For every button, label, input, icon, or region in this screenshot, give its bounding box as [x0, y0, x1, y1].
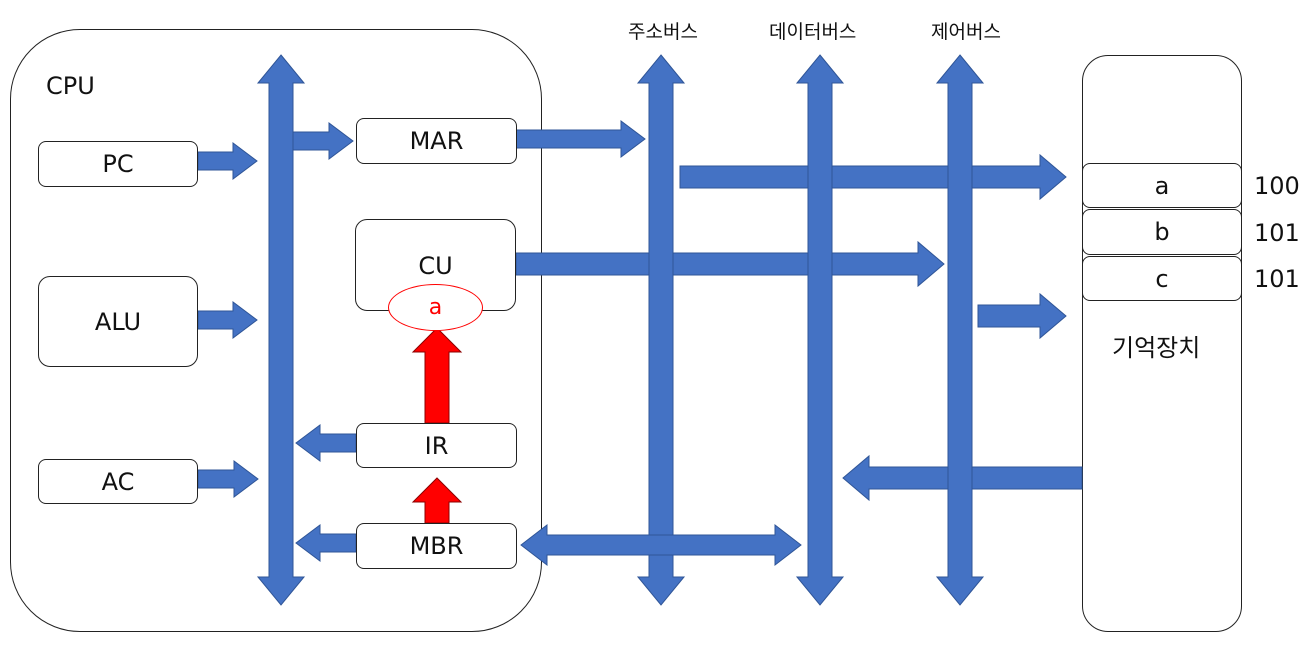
- cu-marker-label: a: [428, 295, 443, 320]
- ac-to-bus-arrow: [197, 460, 259, 498]
- bus-to-mar-arrow: [292, 122, 354, 160]
- register-mbr: MBR: [356, 523, 517, 569]
- register-pc: PC: [38, 141, 198, 187]
- memory-cell-a: a: [1082, 163, 1242, 208]
- cu-marker-ellipse: a: [388, 284, 483, 331]
- register-alu: ALU: [38, 276, 198, 367]
- memory-cell-c: c: [1082, 256, 1242, 301]
- data-bus: [795, 54, 845, 606]
- memory-container: [1082, 55, 1242, 632]
- ir-to-bus-arrow: [295, 424, 357, 462]
- ir-to-cu-highlight-arrow: [411, 327, 463, 424]
- mbr-to-ir-highlight-arrow: [411, 477, 463, 524]
- cpu-title: CPU: [46, 72, 95, 100]
- alu-to-bus-arrow: [197, 301, 258, 339]
- control-unit-label: CU: [418, 252, 453, 280]
- address-bus-to-memory-arrow: [679, 153, 1067, 201]
- memory-title: 기억장치: [1112, 334, 1201, 362]
- register-ir: IR: [356, 423, 517, 468]
- mbr-data-bus-arrow: [520, 523, 802, 567]
- control-bus: [935, 54, 985, 606]
- cpu-container: [10, 29, 542, 632]
- address-bus-label: 주소버스: [628, 21, 698, 43]
- address-bus: [636, 54, 686, 606]
- control-bus-to-memory-arrow: [977, 292, 1067, 340]
- register-ac: AC: [38, 459, 198, 504]
- memory-cell-b: b: [1082, 209, 1242, 255]
- mar-to-address-bus-arrow: [515, 120, 646, 158]
- control-bus-label: 제어버스: [931, 21, 1001, 43]
- register-mar: MAR: [356, 118, 517, 164]
- pc-to-bus-arrow: [197, 142, 258, 180]
- memory-address-c: 101: [1254, 265, 1300, 293]
- mbr-to-bus-arrow: [295, 524, 357, 562]
- cpu-internal-bus: [256, 54, 306, 606]
- cu-to-control-bus-arrow: [515, 240, 945, 288]
- memory-address-a: 100: [1254, 172, 1300, 200]
- data-bus-label: 데이터버스: [769, 21, 857, 43]
- memory-address-b: 101: [1254, 219, 1300, 247]
